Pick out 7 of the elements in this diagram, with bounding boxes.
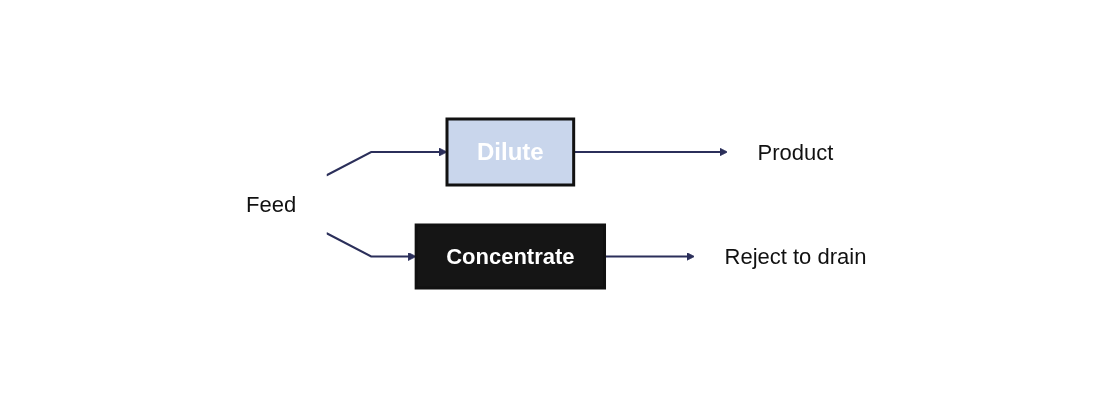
node-text: Reject to drain <box>724 244 867 269</box>
arrow <box>325 232 417 261</box>
arrow <box>573 147 729 157</box>
node-text: Product <box>757 139 834 165</box>
arrow <box>325 147 448 177</box>
node-text: Feed <box>246 191 297 217</box>
node-box: Concentrate <box>414 223 607 290</box>
